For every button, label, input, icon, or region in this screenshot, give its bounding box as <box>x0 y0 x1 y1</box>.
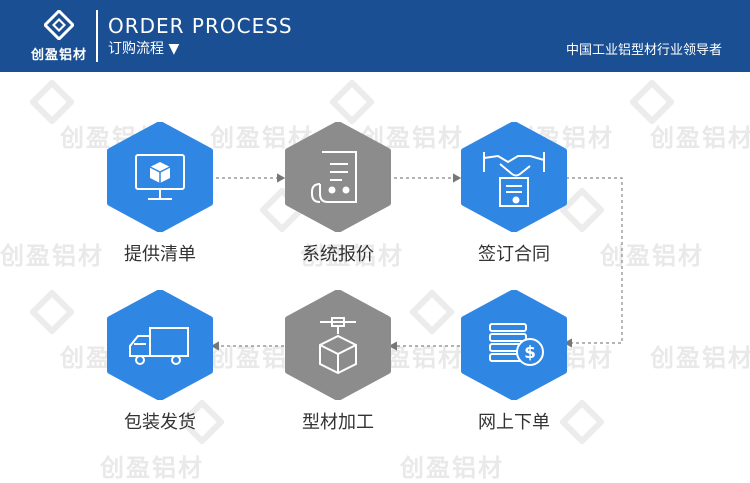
watermark-logo-icon <box>560 400 604 444</box>
step-hexagon: $ <box>461 290 567 400</box>
logo-diamond-icon <box>44 10 74 40</box>
delivery-truck-icon <box>129 327 189 365</box>
step-label: 网上下单 <box>478 412 550 433</box>
step-label: 包装发货 <box>124 412 196 433</box>
step-hexagon <box>285 122 391 232</box>
monitor-box-icon <box>135 154 185 200</box>
watermark-text: 创盈铝材 <box>650 124 750 152</box>
step-label: 系统报价 <box>302 244 374 265</box>
page-subtitle[interactable]: 订购流程 ▼ <box>108 41 180 57</box>
step-hexagon <box>461 122 567 232</box>
quote-sheet-icon <box>311 151 357 203</box>
step-hexagon <box>107 290 213 400</box>
step-hexagon <box>107 122 213 232</box>
step-label: 签订合同 <box>478 244 550 265</box>
svg-text:$: $ <box>524 343 536 363</box>
watermark-logo-icon <box>180 400 224 444</box>
handshake-contract-icon <box>483 152 545 207</box>
arrow-3-4 <box>563 177 623 348</box>
header-bar: 创盈铝材 ORDER PROCESS 订购流程 ▼ 中国工业铝型材行业领导者 <box>0 0 750 72</box>
step-label: 型材加工 <box>302 412 374 433</box>
step-label: 提供清单 <box>124 244 196 265</box>
process-connectors <box>210 173 623 351</box>
watermark-logo-icon <box>630 80 674 124</box>
watermark-text: 创盈铝材 <box>600 242 704 270</box>
header-slogan: 中国工业铝型材行业领导者 <box>565 43 722 58</box>
logo-text: 创盈铝材 <box>30 48 87 63</box>
brand-logo: 创盈铝材 <box>28 8 88 64</box>
watermark-text: 创盈铝材 <box>650 344 750 372</box>
step-hexagon <box>285 290 391 400</box>
watermark-logo-icon <box>30 290 74 334</box>
header-divider <box>96 10 98 62</box>
coins-dollar-icon: $ <box>489 323 544 366</box>
watermark-logo-icon <box>410 290 454 334</box>
watermark-logo-icon <box>30 80 74 124</box>
watermark-text: 创盈铝材 <box>0 242 104 270</box>
machine-box-icon <box>319 317 357 375</box>
watermark-logo-icon <box>560 188 604 232</box>
page-title: ORDER PROCESS <box>108 14 293 38</box>
watermark-text: 创盈铝材 <box>300 242 404 270</box>
watermark-logo-icon <box>330 80 374 124</box>
